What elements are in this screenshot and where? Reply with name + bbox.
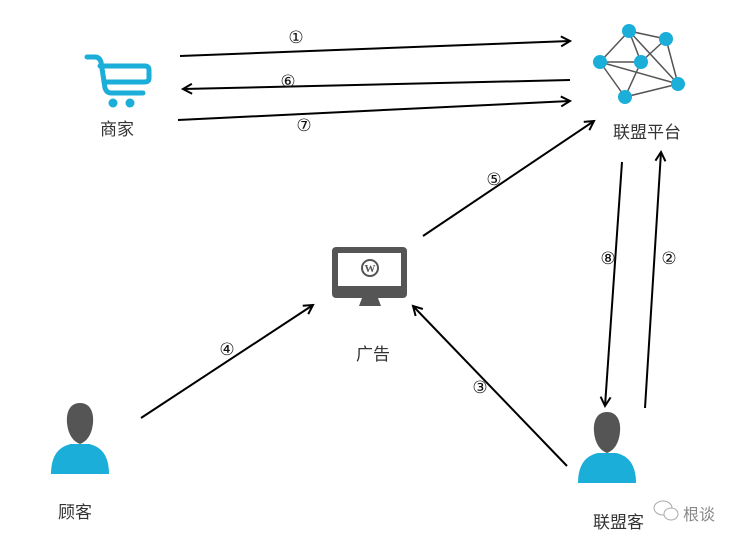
edge-label-8: ⑧ — [600, 249, 616, 269]
edge-label-5: ⑤ — [486, 170, 502, 190]
wechat-icon — [653, 500, 679, 521]
customer-label: 顾客 — [58, 503, 92, 523]
arrow-5 — [422, 121, 594, 237]
arrow-8 — [605, 161, 623, 406]
ad-label: 广告 — [356, 345, 390, 365]
edge-label-3: ③ — [472, 378, 488, 398]
affiliate-label: 联盟客 — [593, 513, 644, 533]
edge-label-7: ⑦ — [296, 116, 312, 136]
network-icon — [593, 24, 685, 104]
monitor-wordpress-icon: W — [332, 247, 407, 306]
affiliate-user-icon — [578, 412, 636, 483]
arrow-6 — [183, 79, 571, 89]
arrow-1 — [179, 41, 570, 57]
customer-user-icon — [51, 403, 109, 474]
edge-label-4: ④ — [219, 340, 235, 360]
merchant-label: 商家 — [100, 120, 134, 140]
watermark-text: 根谈 — [683, 505, 716, 524]
arrow-7 — [177, 101, 570, 121]
edge-label-1: ① — [288, 28, 304, 48]
arrow-3 — [413, 306, 568, 467]
arrow-2 — [644, 152, 661, 409]
edge-label-6: ⑥ — [280, 72, 296, 92]
shopping-cart-icon — [84, 54, 152, 108]
arrow-4 — [140, 305, 313, 419]
edge-label-2: ② — [661, 249, 677, 269]
svg-text:W: W — [365, 263, 376, 275]
platform-label: 联盟平台 — [613, 123, 681, 143]
